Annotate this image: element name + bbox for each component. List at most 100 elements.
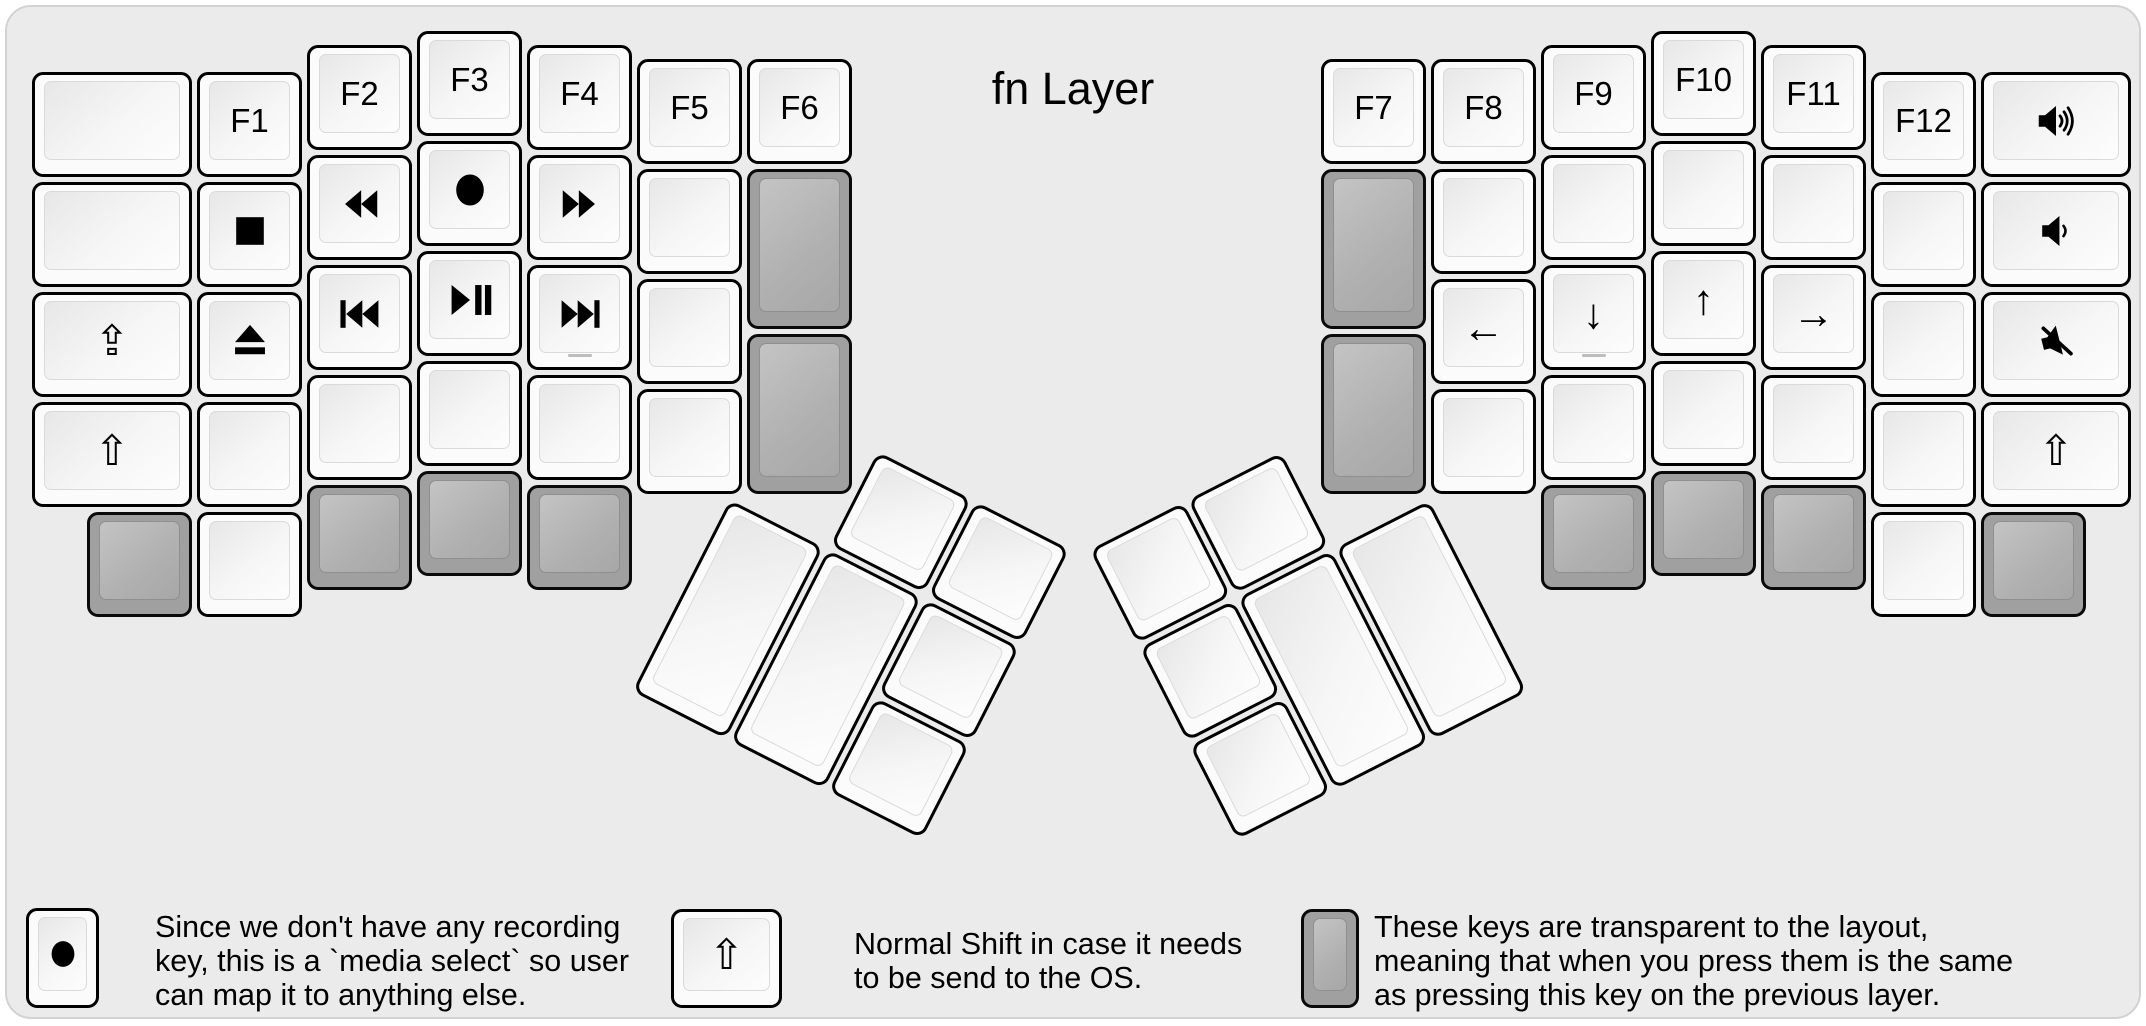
legend-text-record: Since we don't have any recording key, t… (155, 910, 629, 1012)
key-volume-down[interactable] (1981, 182, 2131, 287)
key-transparent-tall-face (759, 178, 840, 312)
key-blank[interactable] (1651, 141, 1756, 246)
key-blank-face (846, 711, 955, 819)
key-blank[interactable] (1431, 389, 1536, 494)
key-blank-face (319, 384, 400, 463)
key-blank[interactable] (1431, 169, 1536, 274)
legend-key-transparent-face (1313, 918, 1347, 991)
key-transparent[interactable] (307, 485, 412, 590)
key-play-pause-face (429, 260, 510, 339)
key-transparent-tall[interactable] (747, 169, 852, 329)
key-blank[interactable] (637, 279, 742, 384)
key-blank[interactable] (1651, 361, 1756, 466)
key-f5[interactable]: F5 (637, 59, 742, 164)
key-blank[interactable] (32, 72, 192, 177)
key-shift-left[interactable]: ⇧ (32, 402, 192, 507)
key-next-track-face (539, 274, 620, 353)
key-transparent[interactable] (1651, 471, 1756, 576)
key-blank-face (1204, 711, 1313, 819)
key-blank[interactable] (307, 375, 412, 480)
key-transparent-tall[interactable] (1321, 334, 1426, 494)
key-f11[interactable]: F11 (1761, 45, 1866, 150)
key-transparent[interactable] (527, 485, 632, 590)
key-fast-forward[interactable] (527, 155, 632, 260)
legend-line: can map it to anything else. (155, 978, 527, 1012)
key-label: ⇧ (2038, 426, 2074, 474)
key-transparent[interactable] (1761, 485, 1866, 590)
key-label: ↑ (1693, 275, 1714, 323)
key-volume-up[interactable] (1981, 72, 2131, 177)
key-blank[interactable] (32, 182, 192, 287)
key-transparent[interactable] (87, 512, 192, 617)
key-caps-lock-face: ⇪ (44, 301, 180, 380)
key-shift-right[interactable]: ⇧ (1981, 402, 2131, 507)
key-blank[interactable] (1871, 402, 1976, 507)
key-label: F6 (780, 89, 819, 126)
key-f12[interactable]: F12 (1871, 72, 1976, 177)
key-blank[interactable] (1871, 182, 1976, 287)
key-blank[interactable] (1871, 292, 1976, 397)
key-f4[interactable]: F4 (527, 45, 632, 150)
key-transparent[interactable] (1981, 512, 2086, 617)
key-f10[interactable]: F10 (1651, 31, 1756, 136)
homing-bar (567, 353, 592, 357)
key-f7[interactable]: F7 (1321, 59, 1426, 164)
key-transparent-face (99, 521, 180, 600)
key-blank-face (946, 515, 1055, 623)
key-arrow-down-face: ↓ (1553, 274, 1634, 353)
key-caps-lock[interactable]: ⇪ (32, 292, 192, 397)
key-f9[interactable]: F9 (1541, 45, 1646, 150)
key-blank[interactable] (1871, 512, 1976, 617)
key-arrow-left-face: ← (1443, 288, 1524, 367)
key-arrow-down[interactable]: ↓ (1541, 265, 1646, 370)
key-blank[interactable] (197, 402, 302, 507)
key-rewind[interactable] (307, 155, 412, 260)
key-f4-face: F4 (539, 54, 620, 133)
key-label: ⇪ (94, 316, 130, 364)
key-blank[interactable] (1761, 155, 1866, 260)
key-f11-face: F11 (1773, 54, 1854, 133)
key-next-track[interactable] (527, 265, 632, 370)
key-label: F3 (450, 61, 489, 98)
key-blank[interactable] (1541, 155, 1646, 260)
key-f8[interactable]: F8 (1431, 59, 1536, 164)
key-blank[interactable] (637, 389, 742, 494)
mute-icon (2033, 318, 2079, 364)
key-f1-face: F1 (209, 81, 290, 160)
key-stop[interactable] (197, 182, 302, 287)
key-f3[interactable]: F3 (417, 31, 522, 136)
key-record[interactable] (417, 141, 522, 246)
key-f9-face: F9 (1553, 54, 1634, 133)
key-blank[interactable] (527, 375, 632, 480)
key-blank-face (1883, 301, 1964, 380)
key-transparent-tall[interactable] (747, 334, 852, 494)
key-blank-face (1553, 384, 1634, 463)
key-arrow-right[interactable]: → (1761, 265, 1866, 370)
key-label: F8 (1464, 89, 1503, 126)
key-blank-face (1773, 384, 1854, 463)
homing-bar (1581, 353, 1606, 357)
key-blank-face (1104, 515, 1213, 623)
key-arrow-up-face: ↑ (1663, 260, 1744, 339)
key-eject[interactable] (197, 292, 302, 397)
key-play-pause[interactable] (417, 251, 522, 356)
key-transparent[interactable] (1541, 485, 1646, 590)
key-arrow-left[interactable]: ← (1431, 279, 1536, 384)
key-blank[interactable] (417, 361, 522, 466)
volume-up-icon (2033, 98, 2079, 144)
legend-text-shift: Normal Shift in case it needs to be send… (854, 927, 1242, 995)
key-mute[interactable] (1981, 292, 2131, 397)
key-arrow-up[interactable]: ↑ (1651, 251, 1756, 356)
key-f6[interactable]: F6 (747, 59, 852, 164)
key-blank-face (1443, 178, 1524, 257)
key-f1[interactable]: F1 (197, 72, 302, 177)
key-blank[interactable] (637, 169, 742, 274)
key-transparent-face (319, 494, 400, 573)
key-transparent-tall[interactable] (1321, 169, 1426, 329)
key-blank[interactable] (1761, 375, 1866, 480)
key-f2[interactable]: F2 (307, 45, 412, 150)
key-blank[interactable] (197, 512, 302, 617)
key-transparent[interactable] (417, 471, 522, 576)
key-blank[interactable] (1541, 375, 1646, 480)
key-prev-track[interactable] (307, 265, 412, 370)
